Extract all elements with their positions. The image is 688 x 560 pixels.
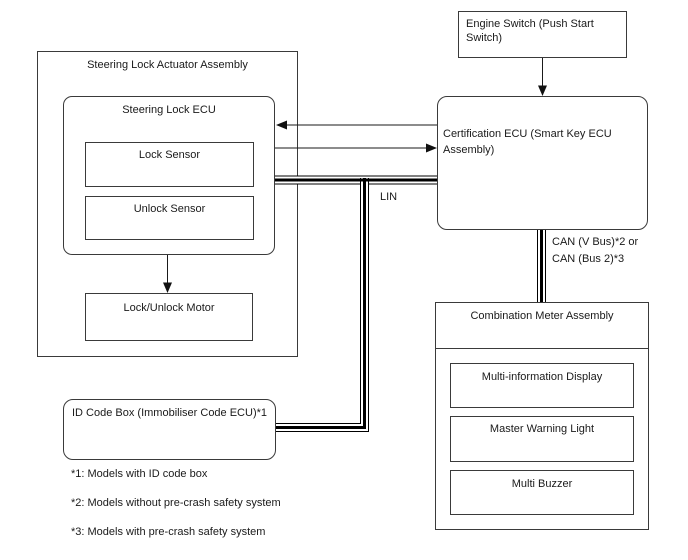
combination-meter-assembly-title: Combination Meter Assembly <box>436 303 648 349</box>
certification-ecu-box: Certification ECU (Smart Key ECU Assembl… <box>437 96 648 230</box>
multi-buzzer-label: Multi Buzzer <box>511 478 573 490</box>
lock-sensor-box: Lock Sensor <box>85 142 254 187</box>
unlock-sensor-label: Unlock Sensor <box>133 203 206 215</box>
lock-unlock-motor-label: Lock/Unlock Motor <box>123 302 215 314</box>
engine-switch-box: Engine Switch (Push Start Switch) <box>458 11 627 58</box>
id-code-box-label: ID Code Box (Immobiliser Code ECU)*1 <box>72 407 268 419</box>
arrow-engine-switch-to-cert <box>538 58 547 96</box>
lock-unlock-motor-box: Lock/Unlock Motor <box>85 293 253 341</box>
steering-lock-actuator-assembly-title: Steering Lock Actuator Assembly <box>87 59 248 71</box>
multi-information-display-box: Multi-information Display <box>450 363 634 408</box>
engine-switch-label: Engine Switch (Push Start Switch) <box>466 18 594 44</box>
certification-ecu-label: Certification ECU (Smart Key ECU Assembl… <box>443 128 612 156</box>
multi-information-display-label: Multi-information Display <box>481 371 603 383</box>
multi-buzzer-box: Multi Buzzer <box>450 470 634 515</box>
unlock-sensor-box: Unlock Sensor <box>85 196 254 240</box>
arrow-steering-ecu-to-cert <box>275 143 437 153</box>
can-bus-label-line2: CAN (Bus 2)*3 <box>552 252 625 265</box>
bus-lin <box>275 175 437 432</box>
steering-lock-ecu-title: Steering Lock ECU <box>122 104 216 116</box>
footnote-2: *2: Models without pre-crash safety syst… <box>71 497 281 509</box>
can-bus-label-line1: CAN (V Bus)*2 or <box>552 236 639 248</box>
lin-bus-label: LIN <box>380 191 398 203</box>
arrow-cert-to-steering-ecu <box>276 120 437 130</box>
master-warning-light-label: Master Warning Light <box>489 423 595 435</box>
footnote-1: *1: Models with ID code box <box>71 468 208 480</box>
footnote-3: *3: Models with pre-crash safety system <box>71 526 266 538</box>
id-code-box: ID Code Box (Immobiliser Code ECU)*1 <box>63 399 276 460</box>
master-warning-light-box: Master Warning Light <box>450 416 634 462</box>
lock-sensor-label: Lock Sensor <box>138 149 201 161</box>
can-bus-label: CAN (V Bus)*2 or CAN (Bus 2)*3 <box>552 234 638 267</box>
